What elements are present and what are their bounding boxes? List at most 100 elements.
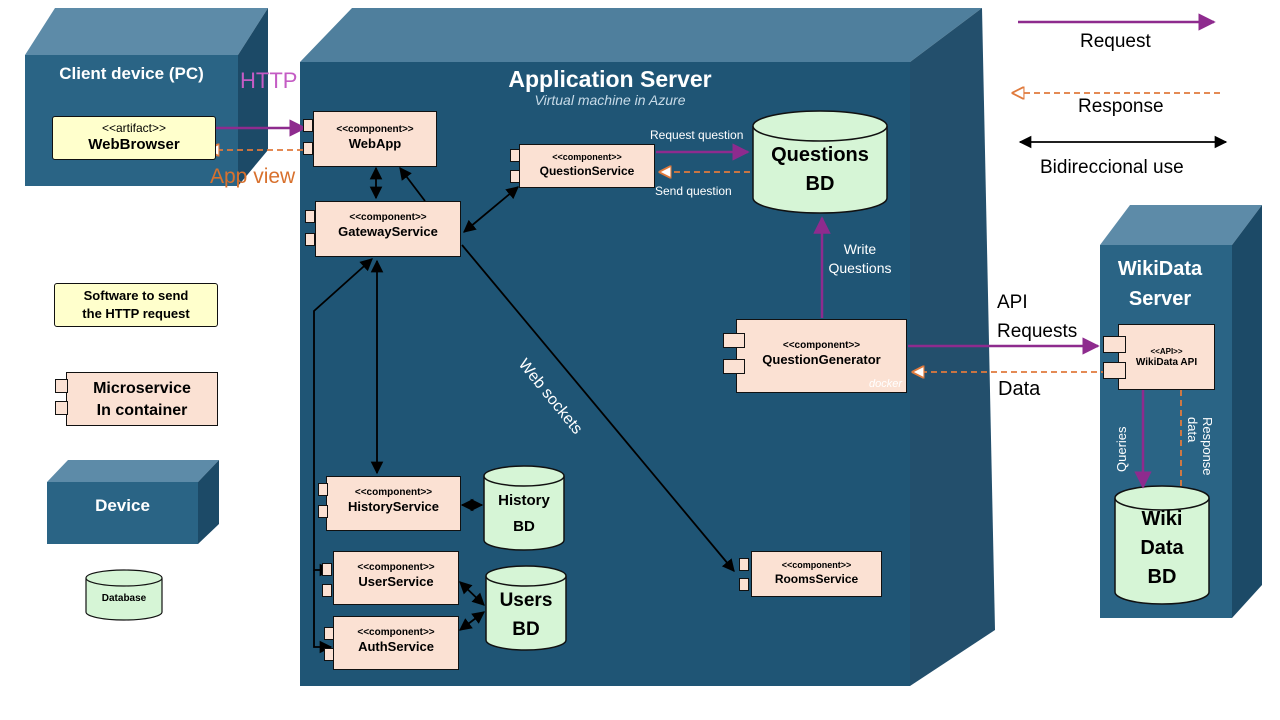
- auth-name: AuthService: [358, 639, 434, 654]
- response-data-label: Response data: [1185, 417, 1215, 476]
- webapp-name: WebApp: [348, 136, 402, 151]
- auth-db-arrow: [458, 611, 486, 631]
- api-requests-line1: API: [997, 292, 1028, 313]
- legend-device-node: [47, 460, 219, 544]
- rooms-name: RoomsService: [774, 572, 859, 586]
- history-name: HistoryService: [347, 499, 440, 514]
- http-label: HTTP: [240, 68, 298, 93]
- auth-stereotype: <<component>>: [357, 627, 435, 638]
- legend-microservice-port-2: [55, 401, 68, 415]
- request-question-label: Request question: [650, 128, 744, 142]
- wikidata-api-name: WikiData API: [1135, 357, 1198, 368]
- application-server-subtitle: Virtual machine in Azure: [534, 92, 686, 108]
- gateway-auth-arrow: [313, 570, 333, 654]
- questions-db-line2: BD: [805, 173, 835, 195]
- auth-port-1: [324, 627, 334, 640]
- history-service-component: <<component>> HistoryService: [326, 476, 461, 531]
- write-questions-line1: Write: [843, 241, 877, 257]
- legend-micro-line1: Microservice: [93, 380, 191, 397]
- gateway-port-2: [305, 233, 315, 246]
- gateway-port-1: [305, 210, 315, 223]
- write-questions-line2: Questions: [828, 260, 892, 276]
- write-questions-label: Write Questions: [815, 240, 905, 278]
- question-generator-port-1: [723, 333, 745, 348]
- api-requests-label: API Requests: [997, 288, 1077, 346]
- users-db-label: Users BD: [486, 586, 566, 644]
- wikidata-api-port-1: [1103, 336, 1126, 353]
- legend-request-label: Request: [1080, 31, 1151, 52]
- gateway-webapp-arrow: [399, 166, 426, 202]
- question-service-component: <<component>> QuestionService: [519, 144, 655, 188]
- history-db-line1: History: [498, 492, 550, 509]
- webapp-port-1: [303, 119, 313, 132]
- questions-db-cylinder: [752, 110, 888, 214]
- wikidata-db-cylinder: [1114, 485, 1210, 605]
- wikidata-db-line1: Wiki: [1141, 508, 1183, 530]
- question-generator-stereotype: <<component>>: [782, 340, 861, 351]
- gateway-service-component: <<component>> GatewayService: [315, 201, 461, 257]
- question-service-port-1: [510, 149, 520, 162]
- legend-software-line1: Software to send: [83, 288, 189, 303]
- question-generator-name: QuestionGenerator: [762, 352, 881, 367]
- artifact-name: WebBrowser: [88, 136, 180, 153]
- gateway-question-service-arrow: [463, 186, 519, 233]
- legend-software-line2: the HTTP request: [82, 306, 190, 321]
- user-port-2: [322, 584, 332, 597]
- app-view-label: App view: [210, 165, 296, 188]
- user-stereotype: <<component>>: [357, 562, 435, 573]
- response-data-line2: data: [1185, 417, 1200, 443]
- users-db-line2: BD: [512, 619, 540, 640]
- api-requests-line2: Requests: [997, 321, 1078, 342]
- question-generator-component: <<component>> QuestionGenerator docker: [736, 319, 907, 393]
- rooms-stereotype: <<component>>: [781, 560, 852, 570]
- gateway-name: GatewayService: [338, 224, 438, 239]
- artifact-stereotype: <<artifact>>: [101, 121, 167, 135]
- question-service-port-2: [510, 170, 520, 183]
- wikidata-server-title-line1: WikiData: [1117, 258, 1203, 280]
- user-name: UserService: [358, 574, 434, 589]
- questions-db-label: Questions BD: [753, 141, 887, 199]
- gateway-stereotype: <<component>>: [349, 212, 427, 223]
- auth-service-component: <<component>> AuthService: [333, 616, 459, 670]
- legend-micro-line2: In container: [96, 402, 188, 419]
- question-service-stereotype: <<component>>: [552, 152, 622, 162]
- question-service-name: QuestionService: [539, 164, 635, 178]
- questions-db-line1: Questions: [771, 144, 869, 166]
- users-db-cylinder: [485, 565, 567, 651]
- wikidata-db-line3: BD: [1147, 566, 1177, 588]
- history-db-cylinder: [483, 465, 565, 551]
- rooms-service-component: <<component>> RoomsService: [751, 551, 882, 597]
- legend-db-cylinder: [85, 569, 163, 621]
- history-db-label: History BD: [484, 488, 564, 540]
- webbrowser-artifact: <<artifact>> WebBrowser: [52, 116, 216, 160]
- legend-response-label: Response: [1078, 96, 1164, 117]
- user-port-1: [322, 563, 332, 576]
- response-data-line1: Response: [1200, 417, 1215, 476]
- legend-bidirectional-label: Bidireccional use: [1040, 157, 1184, 178]
- webapp-component: <<component>> WebApp: [313, 111, 437, 167]
- history-stereotype: <<component>>: [354, 487, 433, 498]
- legend-db-label: Database: [101, 593, 147, 604]
- application-server-title: Application Server: [508, 66, 712, 92]
- wikidata-api-stereotype: <<API>>: [1150, 347, 1183, 356]
- legend-microservice-port-1: [55, 379, 68, 393]
- legend-software-box: Software to send the HTTP request: [54, 283, 218, 327]
- history-port-2: [318, 505, 328, 518]
- client-device-title: Client device (PC): [59, 64, 204, 83]
- data-label: Data: [998, 378, 1041, 400]
- user-db-arrow: [459, 581, 485, 606]
- rooms-port-1: [739, 558, 749, 571]
- history-db-line2: BD: [513, 518, 535, 535]
- wikidata-db-label: Wiki Data BD: [1115, 505, 1209, 592]
- web-sockets-arrow: [461, 244, 735, 572]
- history-port-1: [318, 483, 328, 496]
- docker-tag: docker: [868, 378, 902, 390]
- queries-label: Queries: [1114, 426, 1129, 472]
- wikidata-db-line2: Data: [1140, 537, 1184, 559]
- wikidata-server-title-line2: Server: [1128, 288, 1192, 310]
- legend-device-title: Device: [95, 496, 150, 515]
- rooms-port-2: [739, 578, 749, 591]
- wikidata-server-node: [1100, 205, 1262, 618]
- users-db-line1: Users: [499, 590, 553, 611]
- wikidata-api-component: <<API>> WikiData API: [1118, 324, 1215, 390]
